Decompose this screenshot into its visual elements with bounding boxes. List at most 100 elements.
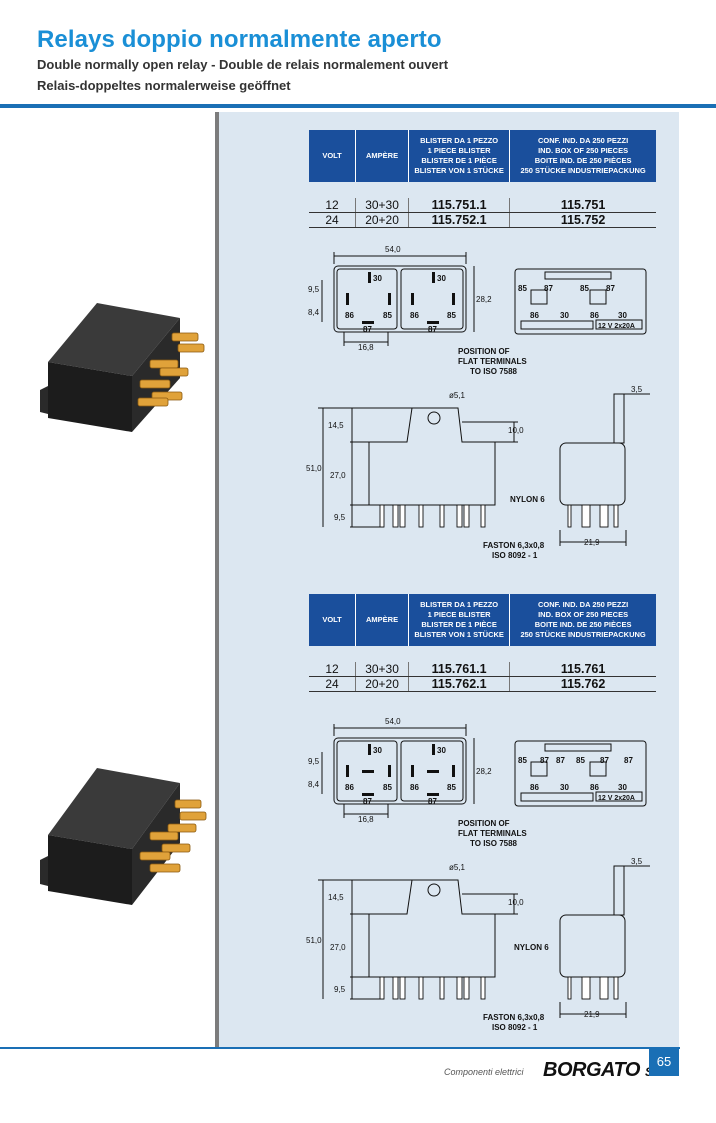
col-volt: VOLT [309, 130, 357, 182]
svg-text:27,0: 27,0 [330, 943, 346, 952]
svg-text:87: 87 [600, 756, 609, 765]
subtitle-line-2: Relais-doppeltes normalerweise geöffnet [37, 78, 291, 93]
header-rule [0, 104, 716, 108]
svg-text:8,4: 8,4 [308, 780, 320, 789]
svg-text:10,0: 10,0 [508, 898, 524, 907]
svg-text:ø5,1: ø5,1 [449, 391, 466, 400]
svg-text:87: 87 [606, 284, 615, 293]
svg-text:86: 86 [410, 311, 419, 320]
svg-text:30: 30 [560, 783, 569, 792]
svg-text:86: 86 [530, 783, 539, 792]
svg-text:14,5: 14,5 [328, 421, 344, 430]
product-photo-panel [0, 112, 215, 1047]
panel-divider [215, 112, 219, 1047]
svg-text:21,9: 21,9 [584, 538, 600, 547]
svg-text:FASTON 6,3x0,8: FASTON 6,3x0,8 [483, 1013, 545, 1022]
svg-text:ISO 8092 - 1: ISO 8092 - 1 [492, 1023, 538, 1032]
col-box: CONF. IND. DA 250 PEZZI IND. BOX OF 250 … [509, 130, 656, 182]
col-blister: BLISTER DA 1 PEZZO 1 PIECE BLISTER BLIST… [408, 594, 511, 646]
svg-text:9,5: 9,5 [308, 757, 320, 766]
page-number: 65 [649, 1048, 679, 1076]
svg-text:86: 86 [345, 311, 354, 320]
footer-category: Componenti elettrici [444, 1067, 524, 1077]
svg-text:86: 86 [590, 783, 599, 792]
svg-text:51,0: 51,0 [306, 464, 322, 473]
col-ampere: AMPÈRE [355, 130, 410, 182]
svg-text:54,0: 54,0 [385, 717, 401, 726]
svg-text:86: 86 [530, 311, 539, 320]
svg-text:ø5,1: ø5,1 [449, 863, 466, 872]
svg-text:85: 85 [383, 311, 392, 320]
svg-text:85: 85 [447, 311, 456, 320]
col-ampere: AMPÈRE [355, 594, 410, 646]
table-row: 12 30+30 115.751.1 115.751 [309, 198, 656, 213]
svg-text:87: 87 [363, 325, 372, 334]
relay-photo [40, 303, 207, 905]
svg-text:16,8: 16,8 [358, 343, 374, 352]
svg-text:9,5: 9,5 [334, 513, 346, 522]
spec-table-2: VOLT AMPÈRE BLISTER DA 1 PEZZO 1 PIECE B… [309, 594, 656, 692]
svg-text:87: 87 [540, 756, 549, 765]
svg-text:10,0: 10,0 [508, 426, 524, 435]
svg-text:9,5: 9,5 [308, 285, 320, 294]
svg-text:85: 85 [447, 783, 456, 792]
svg-text:87: 87 [428, 325, 437, 334]
svg-text:30: 30 [373, 746, 382, 755]
svg-text:POSITION OF: POSITION OF [458, 347, 510, 356]
svg-text:87: 87 [428, 797, 437, 806]
svg-text:85: 85 [580, 284, 589, 293]
svg-text:12 V 2x20A: 12 V 2x20A [598, 795, 635, 802]
svg-text:30: 30 [373, 274, 382, 283]
table-row: 24 20+20 115.762.1 115.762 [309, 676, 656, 692]
svg-text:NYLON 6: NYLON 6 [510, 495, 545, 504]
dim-height: 28,2 [476, 295, 492, 304]
svg-text:12 V 2x20A: 12 V 2x20A [598, 323, 635, 330]
svg-text:87: 87 [624, 756, 633, 765]
svg-text:87: 87 [363, 797, 372, 806]
spec-table-1: VOLT AMPÈRE BLISTER DA 1 PEZZO 1 PIECE B… [309, 130, 656, 228]
page-title: Relays doppio normalmente aperto [37, 26, 442, 53]
relay-photo-2 [40, 768, 207, 905]
svg-text:87: 87 [544, 284, 553, 293]
spec-panel [219, 112, 679, 1047]
svg-text:FLAT TERMINALS: FLAT TERMINALS [458, 829, 527, 838]
dim-width: 54,0 [385, 245, 401, 254]
svg-text:30: 30 [560, 311, 569, 320]
table-row: 12 30+30 115.761.1 115.761 [309, 662, 656, 677]
col-blister: BLISTER DA 1 PEZZO 1 PIECE BLISTER BLIST… [408, 130, 511, 182]
svg-text:85: 85 [383, 783, 392, 792]
svg-text:30: 30 [618, 311, 627, 320]
svg-text:51,0: 51,0 [306, 936, 322, 945]
svg-text:30: 30 [618, 783, 627, 792]
relay-photo-1 [40, 303, 205, 432]
svg-text:16,8: 16,8 [358, 815, 374, 824]
technical-drawing-2: 54,0 28,2 9,5 8,4 16,8 30 30 86 85 86 85… [306, 717, 650, 1032]
svg-text:TO ISO 7588: TO ISO 7588 [470, 367, 518, 376]
svg-text:86: 86 [410, 783, 419, 792]
svg-text:86: 86 [590, 311, 599, 320]
subtitle-line-1: Double normally open relay - Double de r… [37, 57, 449, 72]
svg-text:86: 86 [345, 783, 354, 792]
svg-text:3,5: 3,5 [631, 857, 643, 866]
svg-text:85: 85 [576, 756, 585, 765]
col-volt: VOLT [309, 594, 357, 646]
svg-text:87: 87 [556, 756, 565, 765]
svg-text:21,9: 21,9 [584, 1010, 600, 1019]
svg-text:27,0: 27,0 [330, 471, 346, 480]
svg-text:FLAT TERMINALS: FLAT TERMINALS [458, 357, 527, 366]
svg-text:14,5: 14,5 [328, 893, 344, 902]
svg-text:FASTON 6,3x0,8: FASTON 6,3x0,8 [483, 541, 545, 550]
footer-rule [0, 1047, 680, 1049]
table-row: 24 20+20 115.752.1 115.752 [309, 212, 656, 228]
svg-text:8,4: 8,4 [308, 308, 320, 317]
svg-text:30: 30 [437, 274, 446, 283]
svg-text:9,5: 9,5 [334, 985, 346, 994]
svg-text:ISO 8092 - 1: ISO 8092 - 1 [492, 551, 538, 560]
svg-text:POSITION OF: POSITION OF [458, 819, 510, 828]
svg-text:NYLON 6: NYLON 6 [514, 943, 549, 952]
svg-text:85: 85 [518, 756, 527, 765]
svg-text:28,2: 28,2 [476, 767, 492, 776]
svg-text:TO ISO 7588: TO ISO 7588 [470, 839, 518, 848]
svg-text:30: 30 [437, 746, 446, 755]
technical-drawing-1: 54,0 28,2 9,5 8,4 16,8 30 30 86 85 86 85… [306, 245, 650, 560]
